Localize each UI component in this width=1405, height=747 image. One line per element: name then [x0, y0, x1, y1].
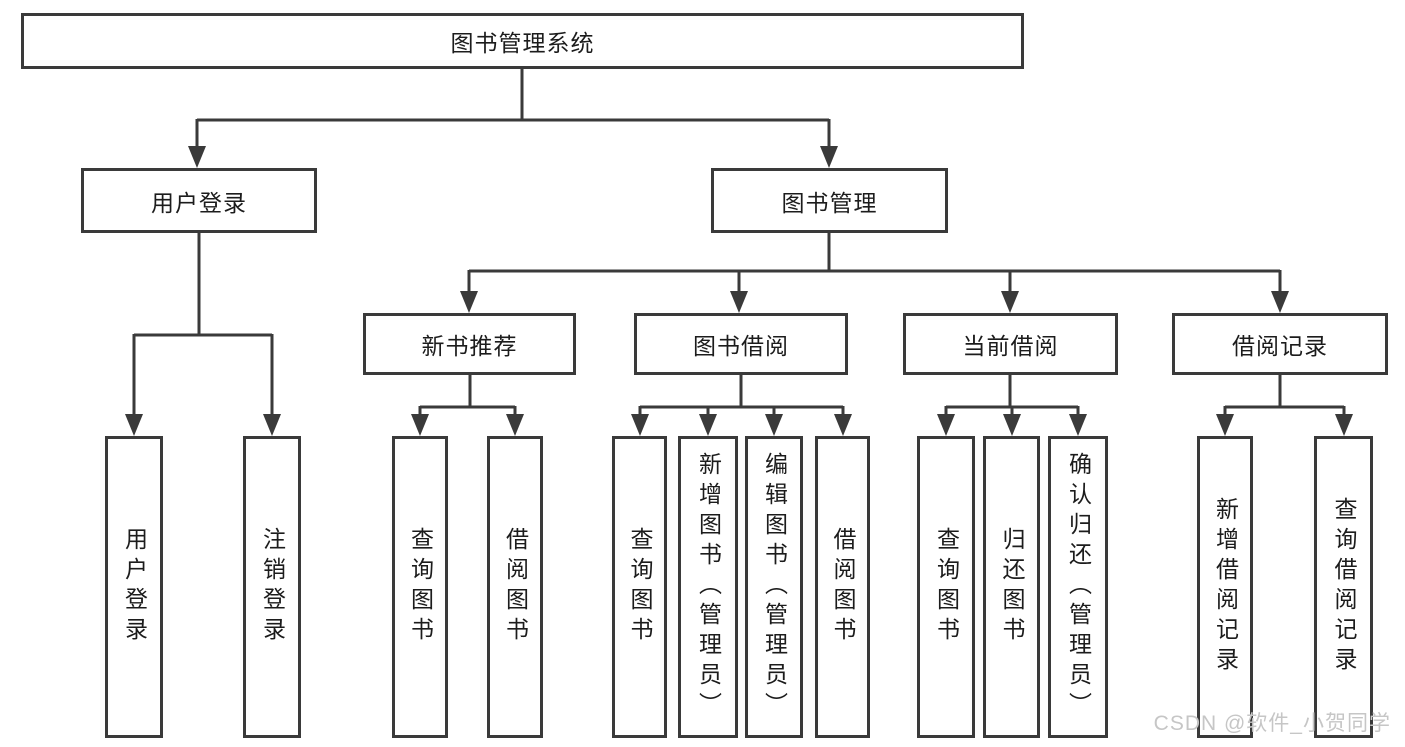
leaf-user-login: 用户登录 [105, 436, 163, 738]
leaf-bb-edit-books-admin: 编辑图书（管理员） [745, 436, 803, 738]
leaf-cb-confirm-return-admin: 确认归还（管理员） [1048, 436, 1108, 738]
leaf-br-add-record-label: 新增借阅记录 [1212, 497, 1239, 677]
leaf-cb-return-books: 归还图书 [983, 436, 1040, 738]
leaf-br-query-record: 查询借阅记录 [1314, 436, 1373, 738]
node-book-management-label: 图书管理 [781, 189, 878, 216]
watermark: CSDN @软件_小贺同学 [1153, 712, 1391, 735]
leaf-cb-query-books-label: 查询图书 [933, 527, 960, 647]
node-root: 图书管理系统 [21, 13, 1024, 69]
node-current-borrow: 当前借阅 [903, 313, 1118, 375]
node-book-management: 图书管理 [711, 168, 948, 233]
leaf-nb-query-books: 查询图书 [392, 436, 448, 738]
leaf-bb-add-books-admin: 新增图书（管理员） [678, 436, 738, 738]
leaf-bb-borrow-books: 借阅图书 [815, 436, 870, 738]
node-user-login: 用户登录 [81, 168, 317, 233]
leaf-bb-query-books: 查询图书 [612, 436, 667, 738]
leaf-nb-borrow-books-label: 借阅图书 [502, 527, 529, 647]
leaf-bb-edit-books-admin-label: 编辑图书（管理员） [761, 452, 788, 722]
leaf-cb-confirm-return-admin-label: 确认归还（管理员） [1065, 452, 1092, 722]
node-book-borrow-label: 图书借阅 [693, 333, 789, 359]
leaf-br-query-record-label: 查询借阅记录 [1331, 497, 1357, 677]
node-current-borrow-label: 当前借阅 [962, 333, 1059, 359]
leaf-bb-add-books-admin-label: 新增图书（管理员） [695, 452, 722, 722]
node-borrow-records-label: 借阅记录 [1232, 333, 1328, 359]
leaf-bb-query-books-label: 查询图书 [627, 527, 653, 647]
leaf-br-add-record: 新增借阅记录 [1197, 436, 1253, 738]
leaf-cb-query-books: 查询图书 [917, 436, 975, 738]
node-book-borrow: 图书借阅 [634, 313, 848, 375]
leaf-logout-label: 注销登录 [259, 527, 286, 647]
node-new-book-recommend: 新书推荐 [363, 313, 576, 375]
leaf-nb-query-books-label: 查询图书 [407, 527, 434, 647]
node-borrow-records: 借阅记录 [1172, 313, 1388, 375]
leaf-nb-borrow-books: 借阅图书 [487, 436, 543, 738]
node-root-label: 图书管理系统 [450, 30, 595, 56]
node-user-login-label: 用户登录 [151, 189, 247, 216]
leaf-user-login-label: 用户登录 [121, 527, 148, 647]
leaf-logout: 注销登录 [243, 436, 301, 738]
node-new-book-recommend-label: 新书推荐 [421, 333, 518, 359]
leaf-bb-borrow-books-label: 借阅图书 [830, 527, 856, 647]
leaf-cb-return-books-label: 归还图书 [999, 527, 1025, 647]
